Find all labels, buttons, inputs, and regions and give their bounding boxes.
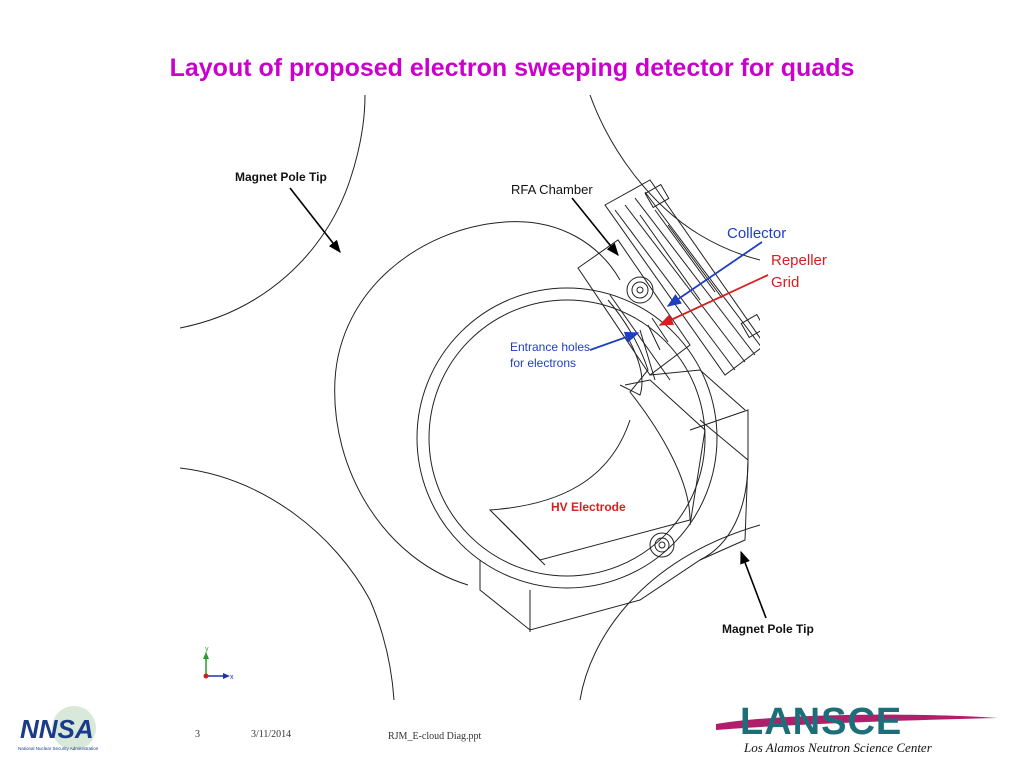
label-magnet-pole-tip-bottom: Magnet Pole Tip — [722, 622, 814, 636]
pipe-inner-circle — [428, 299, 706, 577]
entrance-slots — [639, 317, 669, 381]
lower-mount-block — [479, 419, 749, 631]
arrow-pole-tip-bottom — [740, 550, 767, 619]
slide-filename: RJM_E-cloud Diag.ppt — [388, 731, 482, 742]
label-collector: Collector — [727, 225, 786, 242]
label-repeller-line1: Repeller — [771, 252, 827, 269]
axis-y-label: y — [205, 646, 209, 653]
pole-tip-lower-left — [180, 467, 395, 700]
rfa-grid-stack — [604, 179, 760, 376]
rfa-chamber-body — [577, 239, 691, 376]
nnsa-logo-subtext: National Nuclear Security Administration — [18, 746, 99, 751]
slide-number: 3 — [195, 729, 200, 740]
lansce-logo: LANSCE Los Alamos Neutron Science Center — [716, 701, 998, 755]
label-hv-electrode: HV Electrode — [551, 500, 626, 514]
nnsa-logo-text: NNSA — [20, 714, 94, 744]
slide-date: 3/11/2014 — [251, 729, 292, 740]
label-entrance-line1: Entrance holes — [510, 340, 590, 354]
lower-bolt — [649, 532, 675, 558]
pipe-outer-circle — [416, 287, 718, 589]
pole-tip-upper-left — [180, 95, 366, 329]
label-entrance-line2: for electrons — [510, 356, 576, 370]
arrow-rfa-chamber — [571, 197, 619, 256]
arrow-entrance-holes — [589, 331, 640, 351]
pole-tip-lower-right — [579, 524, 760, 700]
pole-tip-upper-right — [589, 95, 760, 261]
axis-triad: y x — [203, 646, 234, 681]
label-magnet-pole-tip-top: Magnet Pole Tip — [235, 170, 327, 184]
lansce-subtitle: Los Alamos Neutron Science Center — [743, 740, 933, 755]
arrow-pole-tip-top — [289, 187, 341, 254]
slide-title: Layout of proposed electron sweeping det… — [169, 54, 855, 82]
lansce-logo-text: LANSCE — [740, 701, 902, 743]
rfa-bolt-lower — [740, 313, 760, 339]
arrow-collector — [666, 241, 763, 307]
rfa-mount-bolt — [626, 276, 654, 304]
hv-electrode-recess — [488, 299, 691, 561]
nnsa-logo: NNSA National Nuclear Security Administr… — [18, 706, 99, 751]
arrow-repeller-grid — [658, 274, 769, 326]
label-repeller-line2: Grid — [771, 274, 799, 291]
cylinder-body — [334, 221, 621, 586]
rfa-bolt-upper — [644, 183, 670, 209]
label-rfa-chamber: RFA Chamber — [511, 182, 593, 197]
axis-x-label: x — [230, 674, 234, 681]
